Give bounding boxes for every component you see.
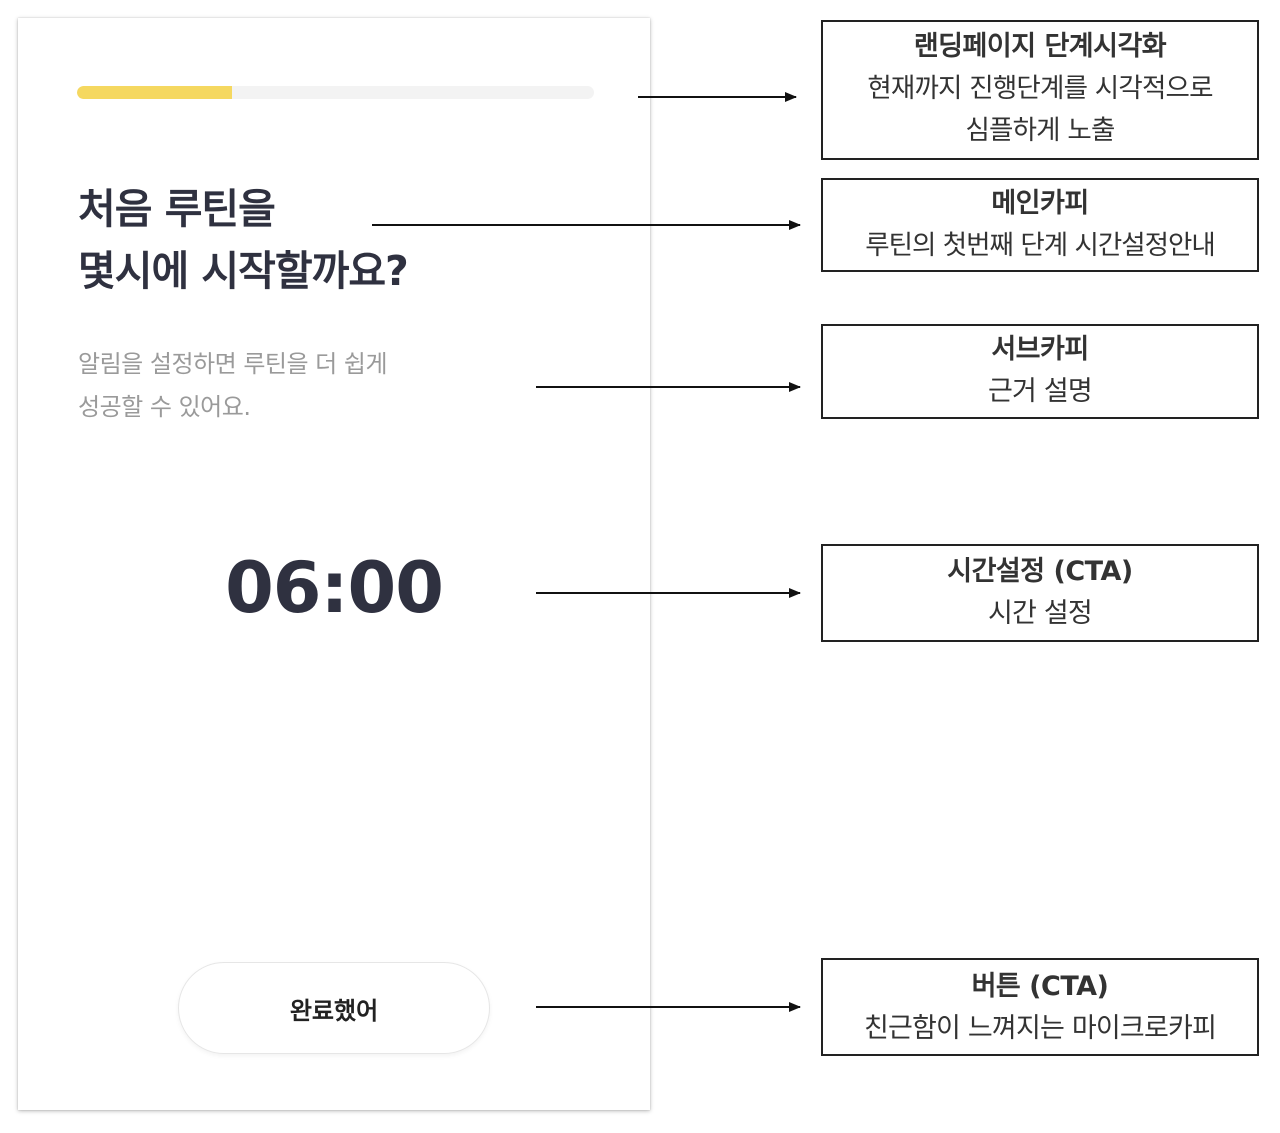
annotation-progress-desc-2: 심플하게 노출: [965, 115, 1115, 146]
annotation-button-desc: 친근함이 느껴지는 마이크로카피: [863, 1013, 1217, 1044]
sub-copy-line-1: 알림을 설정하면 루틴을 더 쉽게: [78, 350, 388, 378]
annotation-time: 시간설정 (CTA) 시간 설정: [821, 544, 1259, 642]
main-copy-line-2: 몇시에 시작할까요?: [78, 247, 409, 295]
sub-copy: 알림을 설정하면 루틴을 더 쉽게 성공할 수 있어요.: [78, 343, 388, 429]
annotation-time-desc: 시간 설정: [988, 598, 1093, 629]
main-copy-line-1: 처음 루틴을: [78, 185, 276, 233]
phone-screen: 처음 루틴을 몇시에 시작할까요? 알림을 설정하면 루틴을 더 쉽게 성공할 …: [18, 18, 650, 1110]
annotation-main-copy-title: 메인카피: [991, 188, 1089, 219]
annotation-sub-copy-title: 서브카피: [991, 334, 1089, 365]
annotation-main-copy: 메인카피 루틴의 첫번째 단계 시간설정안내: [821, 178, 1259, 272]
annotation-progress-desc-1: 현재까지 진행단계를 시각적으로: [867, 73, 1213, 104]
annotation-progress-title: 랜딩페이지 단계시각화: [913, 31, 1167, 62]
annotation-sub-copy: 서브카피 근거 설명: [821, 324, 1259, 419]
annotation-button-title: 버튼 (CTA): [971, 971, 1109, 1002]
progress-bar-fill: [77, 86, 233, 99]
annotation-button: 버튼 (CTA) 친근함이 느껴지는 마이크로카피: [821, 958, 1259, 1056]
annotation-main-copy-desc: 루틴의 첫번째 단계 시간설정안내: [865, 230, 1216, 261]
progress-bar: [77, 86, 594, 99]
annotation-sub-copy-desc: 근거 설명: [988, 376, 1093, 407]
sub-copy-line-2: 성공할 수 있어요.: [78, 393, 251, 421]
annotation-progress: 랜딩페이지 단계시각화 현재까지 진행단계를 시각적으로 심플하게 노출: [821, 20, 1259, 160]
annotation-time-title: 시간설정 (CTA): [947, 556, 1133, 587]
done-button[interactable]: 완료했어: [178, 962, 490, 1054]
main-copy: 처음 루틴을 몇시에 시작할까요?: [78, 178, 409, 302]
time-picker[interactable]: 06:00: [225, 547, 444, 629]
